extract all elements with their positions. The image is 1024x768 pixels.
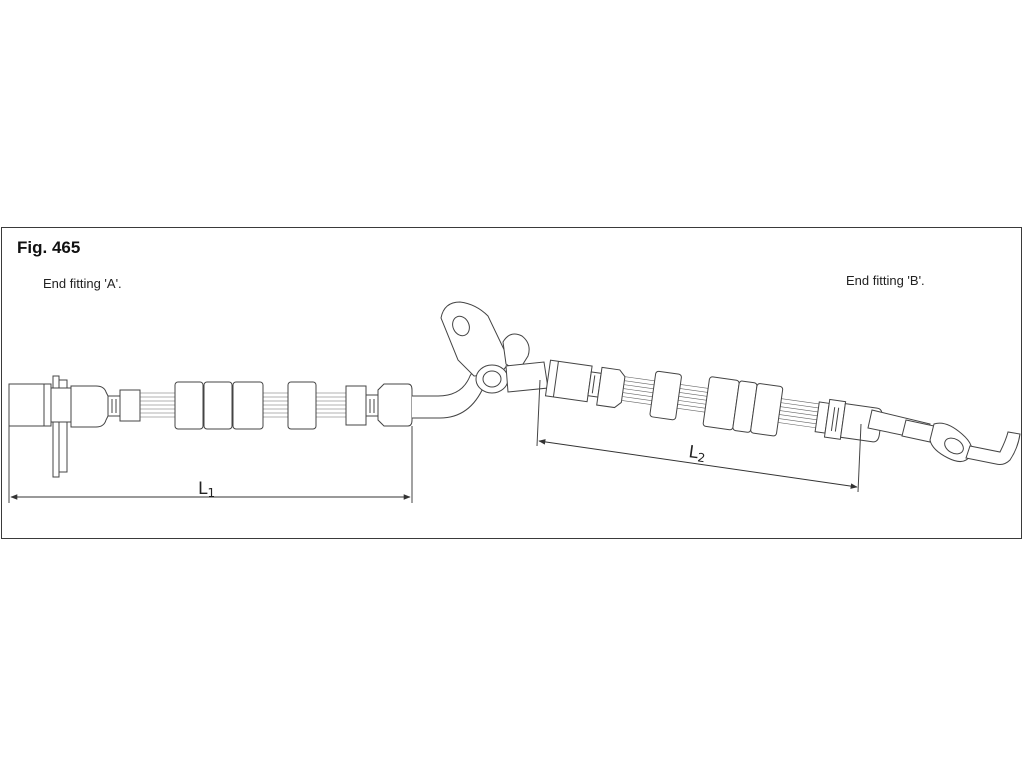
end-fitting-a [8, 375, 72, 478]
dimension-l1-label: L1 [198, 479, 215, 500]
left-hose-section [70, 365, 491, 430]
sleeve [750, 383, 784, 437]
dimension-l2: L2 [536, 379, 862, 493]
sleeve [174, 381, 204, 430]
sleeve [287, 381, 317, 430]
sleeve [203, 381, 233, 430]
end-fitting-b-label: End fitting 'B'. [846, 273, 925, 288]
dimension-l1: L1 [8, 426, 413, 503]
sleeve [649, 370, 682, 421]
mounting-bracket [440, 301, 549, 394]
right-hose-section [544, 359, 883, 443]
figure-frame [1, 227, 1022, 539]
dimension-l2-label: L2 [687, 442, 707, 465]
sleeve [232, 381, 264, 430]
figure-title: Fig. 465 [17, 238, 81, 257]
end-fitting-a-label: End fitting 'A'. [43, 276, 122, 291]
end-fitting-b [867, 409, 1021, 465]
